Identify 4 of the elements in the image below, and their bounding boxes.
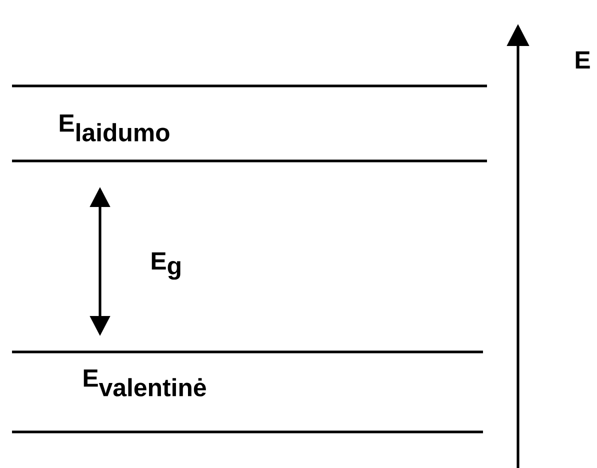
axis-label: E [576,51,590,69]
gap-label: $\textbf{E}_{\textbf{g}}$ [152,252,180,280]
band-label: $\textbf{E}_{\textbf{valentinė}}$ [84,370,206,396]
band-label: $\textbf{E}_{\textbf{laidumo}}$ [60,114,170,142]
